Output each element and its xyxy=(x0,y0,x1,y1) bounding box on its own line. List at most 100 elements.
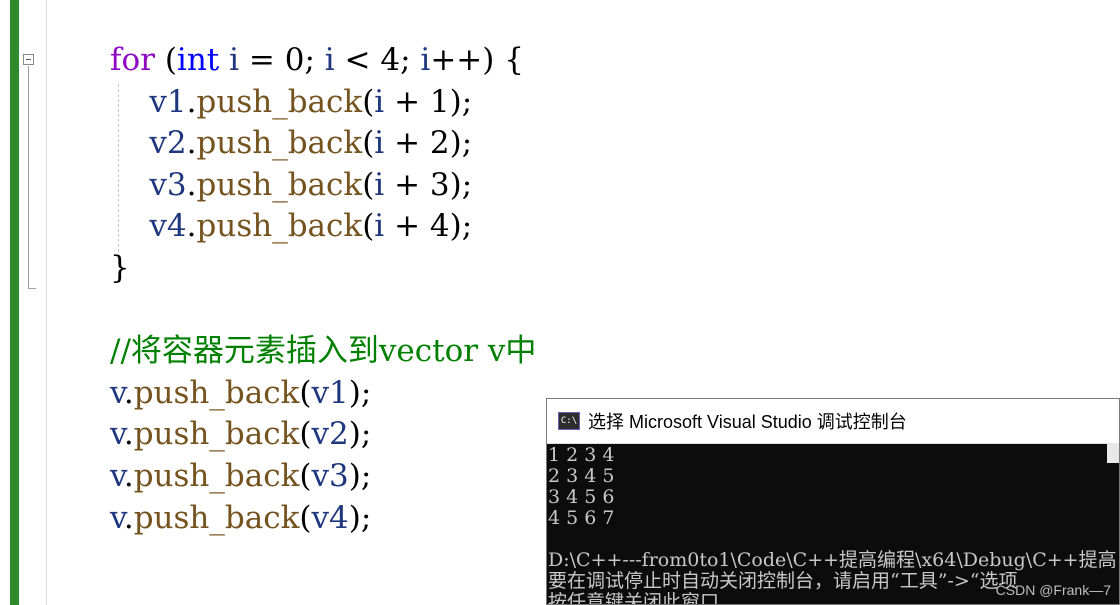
code-line[interactable]: for (int i = 0; i < 4; i++) { xyxy=(110,40,536,82)
code-token: ); xyxy=(348,457,372,494)
console-app-icon: C:\ xyxy=(558,412,580,430)
console-scrollbar-thumb[interactable] xyxy=(1107,443,1119,463)
code-token xyxy=(219,42,229,78)
code-token: v3 xyxy=(149,166,187,203)
code-token: i xyxy=(374,83,385,120)
code-token: ( xyxy=(299,499,312,536)
code-token: ( xyxy=(362,125,375,162)
console-output-line: 4 5 6 7 xyxy=(548,507,615,529)
code-token: . xyxy=(123,457,134,494)
code-token: push_back xyxy=(196,83,363,120)
code-token xyxy=(110,84,149,120)
code-token: v2 xyxy=(311,416,349,453)
code-token: i xyxy=(374,125,385,162)
code-token: //将容器元素插入到vector v中 xyxy=(110,333,537,370)
code-token: push_back xyxy=(133,416,300,453)
code-token: ( xyxy=(362,208,375,245)
console-output-line: 2 3 4 5 xyxy=(548,465,615,487)
code-token: ); xyxy=(348,374,372,411)
gutter-divider xyxy=(46,0,47,605)
code-token: v xyxy=(110,374,124,411)
code-token: i xyxy=(374,208,385,245)
code-token: . xyxy=(123,499,134,536)
code-token: ); xyxy=(348,416,372,453)
debug-console-window[interactable]: C:\ 选择 Microsoft Visual Studio 调试控制台 1 2… xyxy=(546,398,1120,605)
code-token: v4 xyxy=(311,499,349,536)
code-token xyxy=(110,167,149,203)
code-token: int xyxy=(176,42,220,78)
console-output-line xyxy=(548,529,1117,550)
code-editor[interactable]: for (int i = 0; i < 4; i++) { v1.push_ba… xyxy=(110,40,536,539)
code-token: ( xyxy=(154,42,177,78)
code-token: v4 xyxy=(149,208,187,245)
code-token: push_back xyxy=(133,374,300,411)
code-line[interactable]: v4.push_back(i + 4); xyxy=(110,206,536,248)
fold-region-end xyxy=(28,288,36,289)
code-token: ( xyxy=(299,374,312,411)
code-line[interactable]: //将容器元素插入到vector v中 xyxy=(110,331,536,373)
code-line[interactable]: } xyxy=(110,248,536,290)
code-token: ( xyxy=(299,416,312,453)
code-token: v1 xyxy=(149,83,187,120)
code-token: ( xyxy=(299,457,312,494)
code-token: i xyxy=(229,42,240,78)
console-output-line: 1 2 3 4 xyxy=(548,444,615,466)
fold-region-line xyxy=(28,66,29,288)
code-token: v xyxy=(110,499,124,536)
code-token: v2 xyxy=(149,125,187,162)
code-token: for xyxy=(110,42,155,78)
editor-gutter xyxy=(0,0,48,605)
code-line[interactable]: v1.push_back(i + 1); xyxy=(110,82,536,124)
code-token: ( xyxy=(362,166,375,203)
code-token: i xyxy=(324,42,335,78)
code-token: = 0; xyxy=(239,42,325,78)
code-token: push_back xyxy=(196,166,363,203)
code-token: + 4); xyxy=(384,208,473,245)
code-token: ); xyxy=(348,499,372,536)
code-token: v3 xyxy=(311,457,349,494)
console-output-line: D:\C++---from0to1\Code\C++提高编程\x64\Debug… xyxy=(548,549,1117,571)
code-line[interactable]: v2.push_back(i + 2); xyxy=(110,123,536,165)
code-token: } xyxy=(110,249,130,286)
code-token: push_back xyxy=(133,457,300,494)
code-token: . xyxy=(186,125,197,162)
indent-guide xyxy=(118,84,119,252)
code-token: i xyxy=(420,42,431,78)
console-scrollbar[interactable] xyxy=(1107,443,1119,604)
code-token: v xyxy=(110,416,124,453)
collapse-icon[interactable] xyxy=(23,54,34,65)
code-token: ++) { xyxy=(430,42,524,78)
code-token xyxy=(110,125,149,161)
code-token: v1 xyxy=(311,374,349,411)
code-token: push_back xyxy=(196,208,363,245)
code-token: ( xyxy=(362,83,375,120)
code-token xyxy=(110,208,149,244)
console-output-line: 要在调试停止时自动关闭控制台，请启用“工具”->“选项 xyxy=(548,570,1018,592)
code-line[interactable]: v.push_back(v2); xyxy=(110,414,536,456)
code-token: + 2); xyxy=(384,125,473,162)
code-token: push_back xyxy=(196,125,363,162)
console-output-line: 按任意键关闭此窗口 xyxy=(548,591,720,605)
code-token: . xyxy=(123,374,134,411)
code-token: + 1); xyxy=(384,83,473,120)
code-token: push_back xyxy=(133,499,300,536)
code-token: . xyxy=(186,83,197,120)
change-indicator-bar xyxy=(10,0,19,605)
code-token: . xyxy=(186,166,197,203)
code-token: . xyxy=(123,416,134,453)
code-line[interactable]: v.push_back(v1); xyxy=(110,373,536,415)
code-token: . xyxy=(186,208,197,245)
console-output-line: 3 4 5 6 xyxy=(548,486,615,508)
code-line[interactable]: v.push_back(v4); xyxy=(110,498,536,540)
code-token: + 3); xyxy=(384,166,473,203)
code-line[interactable]: v.push_back(v3); xyxy=(110,456,536,498)
code-token: v xyxy=(110,457,124,494)
code-line[interactable] xyxy=(110,290,536,332)
code-token: i xyxy=(374,166,385,203)
console-titlebar[interactable]: C:\ 选择 Microsoft Visual Studio 调试控制台 xyxy=(547,399,1119,444)
code-line[interactable]: v3.push_back(i + 3); xyxy=(110,165,536,207)
console-title: 选择 Microsoft Visual Studio 调试控制台 xyxy=(588,412,907,432)
code-token: < 4; xyxy=(334,42,421,78)
watermark: CSDN @Frank—7 xyxy=(995,582,1111,598)
